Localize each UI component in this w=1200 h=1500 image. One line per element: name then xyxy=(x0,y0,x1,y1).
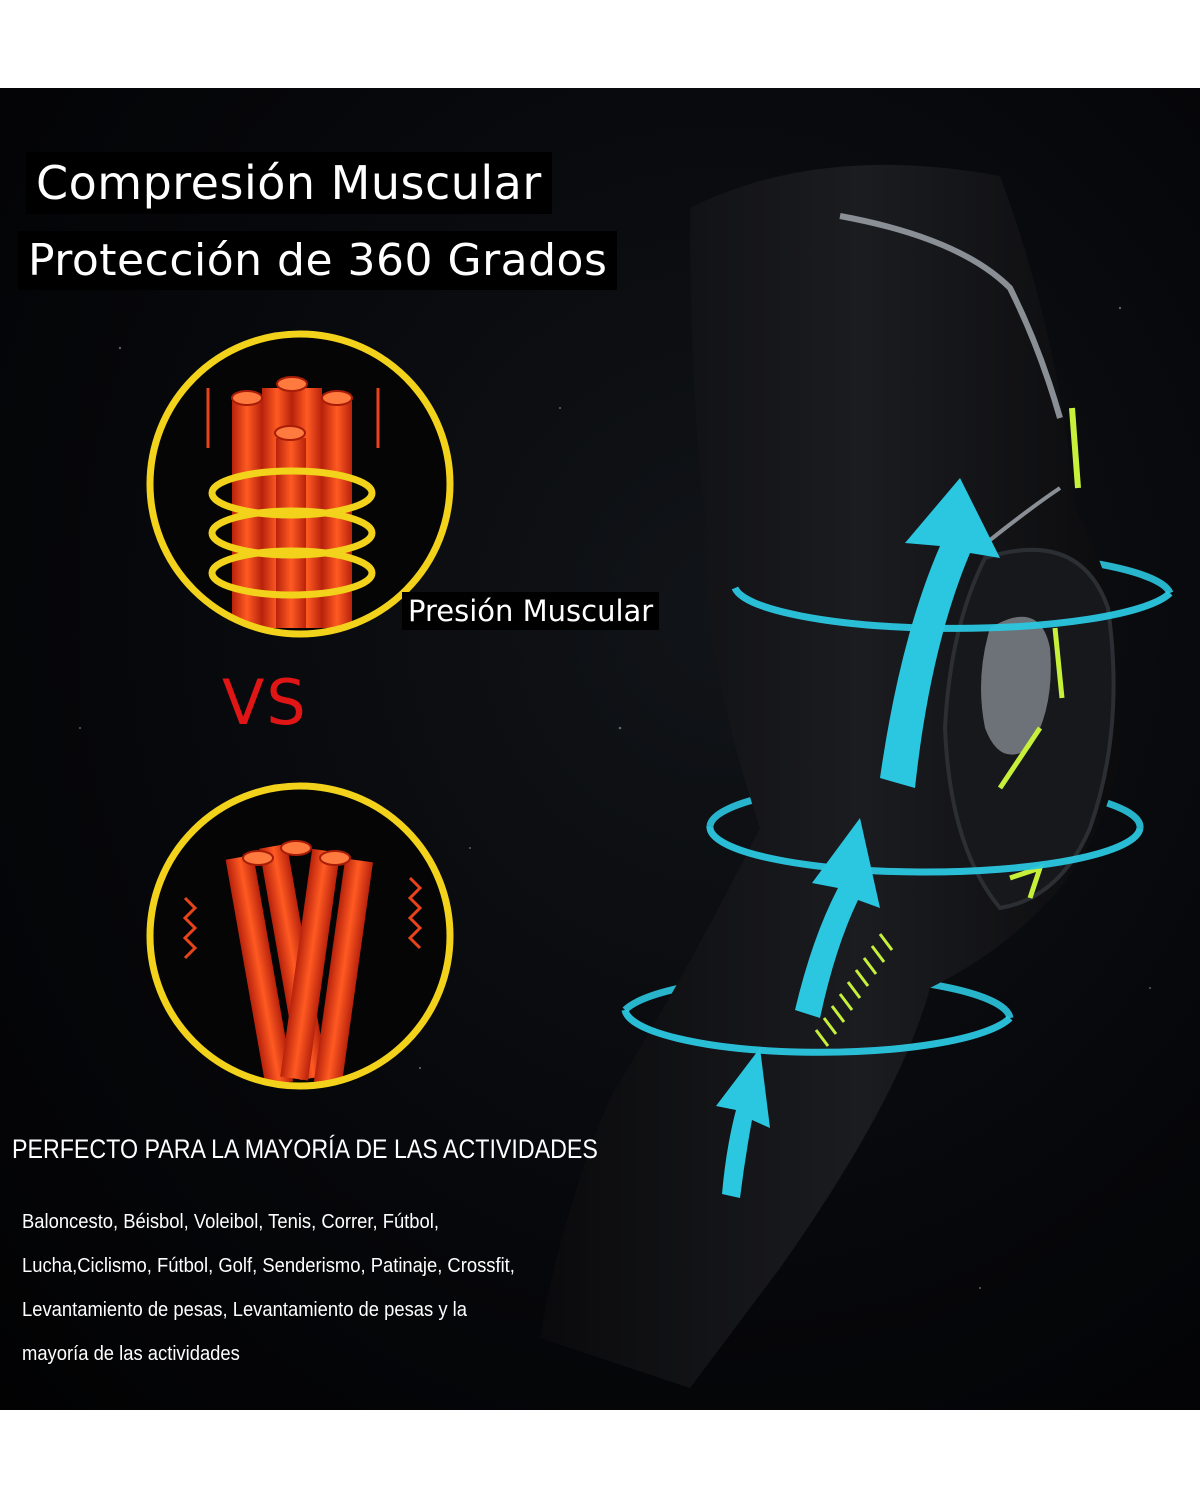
activities-line: Levantamiento de pesas, Levantamiento de… xyxy=(22,1299,467,1321)
headline-line-2: Protección de 360 Grados xyxy=(18,231,618,290)
muscle-pressure-label: Presión Muscular xyxy=(402,592,660,630)
compressed-muscle-illustration xyxy=(146,330,454,638)
activities-heading: PERFECTO PARA LA MAYORÍA DE LAS ACTIVIDA… xyxy=(12,1134,598,1164)
product-panel: Compresión Muscular Protección de 360 Gr… xyxy=(0,88,1200,1410)
compression-sleeve xyxy=(540,164,1124,1389)
activities-list: Baloncesto, Béisbol, Voleibol, Tenis, Co… xyxy=(22,1200,722,1376)
versus-label: VS xyxy=(222,666,308,739)
headline-line-1: Compresión Muscular xyxy=(26,152,552,214)
blue-ring-front xyxy=(621,586,1173,1056)
uncompressed-muscle-illustration xyxy=(146,782,454,1090)
activities-line: Lucha,Ciclismo, Fútbol, Golf, Senderismo… xyxy=(22,1255,515,1277)
activities-line: mayoría de las actividades xyxy=(22,1343,240,1365)
illustration xyxy=(79,164,1174,1389)
activities-line: Baloncesto, Béisbol, Voleibol, Tenis, Co… xyxy=(22,1211,439,1233)
